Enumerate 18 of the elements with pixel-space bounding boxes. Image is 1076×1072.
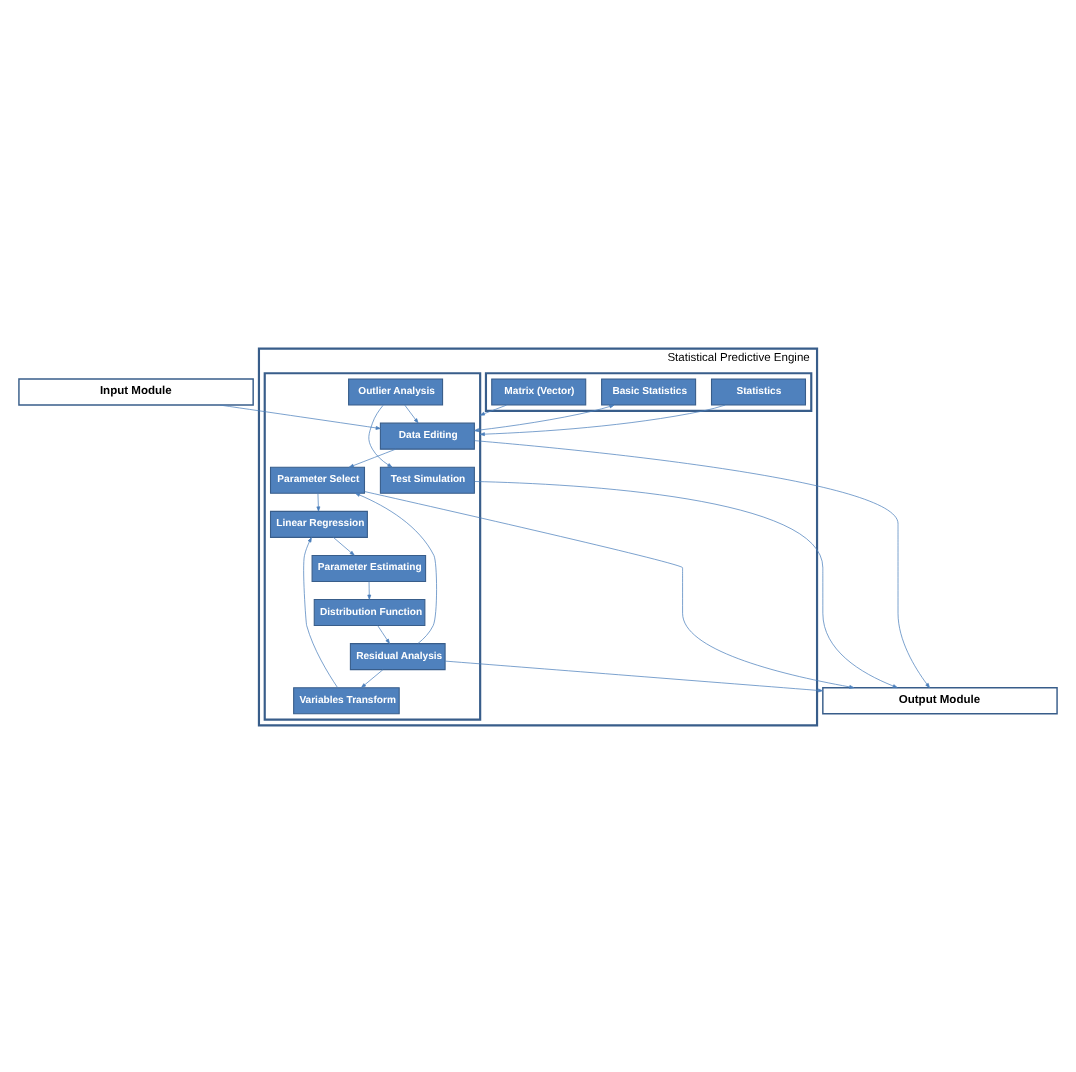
arrow [474,403,615,431]
arrow [474,439,930,688]
arrow [404,403,419,423]
arrow [361,668,384,687]
arrow [303,536,338,687]
arrow [364,490,855,688]
arrow [368,403,393,467]
arrow [355,491,437,643]
arrow [377,624,390,643]
arrow [348,447,396,467]
arrow [367,580,372,599]
arrow [479,403,726,436]
arrow [444,659,823,692]
arrow [479,403,507,415]
arrow [316,491,321,511]
arrow [219,403,381,429]
arrow [333,536,355,555]
arrow [474,480,898,687]
